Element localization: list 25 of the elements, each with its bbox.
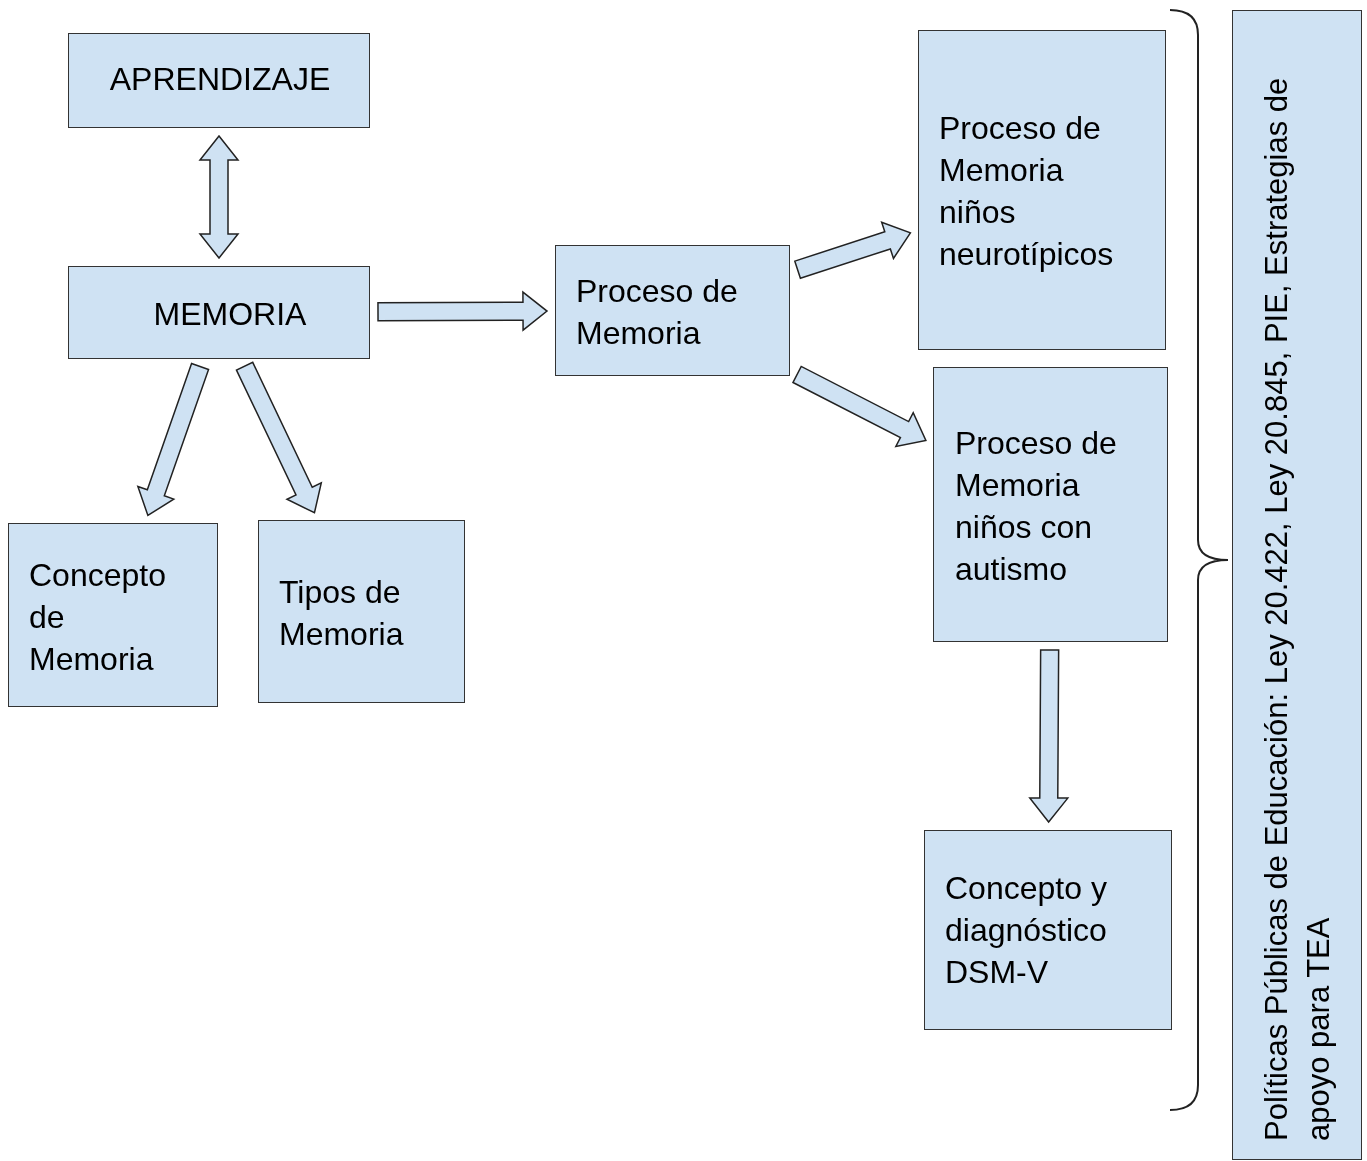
- block-arrow: [198, 134, 240, 260]
- process-box: [8, 523, 218, 707]
- box-label: MEMORIA: [152, 295, 308, 334]
- box-label: Proceso de Memoria: [576, 272, 739, 353]
- process-box: [258, 520, 465, 703]
- vertical-banner: [1232, 10, 1362, 1160]
- block-arrow: [235, 361, 323, 514]
- box-label: Políticas Públicas de Educación: Ley 20.422, Ley 20.845, PIE, Estrategias de apoyo para TEA: [1258, 76, 1337, 1141]
- box-label: Proceso de Memoria niños con autismo: [955, 424, 1118, 589]
- block-arrow: [793, 221, 912, 280]
- block-arrow: [136, 362, 210, 517]
- process-box: [555, 245, 790, 376]
- box-label: Concepto y diagnóstico DSM-V: [945, 869, 1108, 992]
- process-box: [68, 33, 370, 128]
- block-arrow: [377, 290, 549, 332]
- block-arrow: [792, 365, 927, 448]
- box-label: Tipos de Memoria: [279, 573, 405, 654]
- box-label: APRENDIZAJE: [108, 60, 332, 99]
- box-label: Proceso de Memoria niños neurotípicos: [939, 109, 1115, 274]
- process-box: [68, 266, 370, 359]
- box-label: Concepto de Memoria: [29, 556, 167, 679]
- process-box: [918, 30, 1166, 350]
- process-box: [924, 830, 1172, 1030]
- block-arrow: [1028, 649, 1070, 824]
- process-box: [933, 367, 1168, 642]
